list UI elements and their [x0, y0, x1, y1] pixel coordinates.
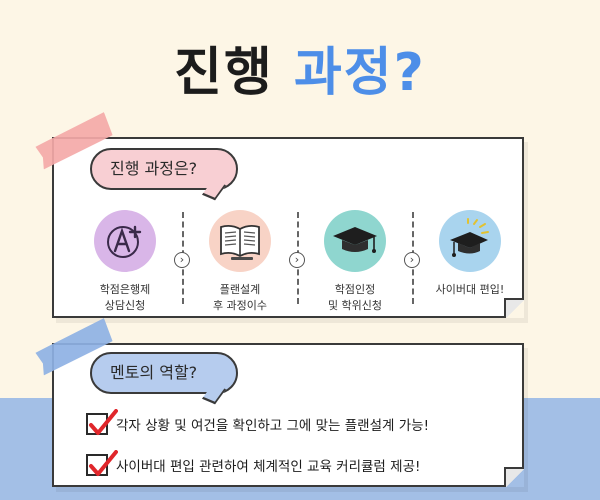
chevron-right-icon: ›	[404, 252, 420, 268]
process-step-transfer: 사이버대 편입!	[415, 210, 525, 298]
grade-a-plus-icon	[94, 210, 156, 272]
page-fold-corner	[504, 467, 524, 487]
title-part-blue: 과정?	[293, 43, 426, 103]
step-label: 학점은행제 상담신청	[99, 283, 151, 312]
process-bubble-label: 진행 과정은?	[110, 159, 198, 178]
page-fold-corner	[504, 298, 524, 318]
graduation-celebration-icon	[439, 210, 501, 272]
title-part-dark: 진행	[174, 43, 274, 103]
checkmark-icon	[86, 450, 118, 476]
chevron-right-icon: ›	[174, 252, 190, 268]
book-icon	[209, 210, 271, 272]
mentor-item: 사이버대 편입 관련하여 체계적인 교육 커리큘럼 제공!	[86, 450, 421, 479]
process-step-consult: 학점은행제 상담신청	[70, 210, 180, 314]
mentor-item-text: 각자 상황 및 여건을 확인하고 그에 맞는 플랜설계 가능!	[116, 418, 429, 434]
page-title: 진행 과정?	[0, 30, 600, 105]
mentor-bubble-label: 멘토의 역할?	[110, 363, 198, 382]
step-label: 학점인정 및 학위신청	[327, 283, 383, 312]
chevron-right-icon: ›	[289, 252, 305, 268]
step-label: 사이버대 편입!	[435, 283, 505, 296]
mentor-item: 각자 상황 및 여건을 확인하고 그에 맞는 플랜설계 가능!	[86, 409, 429, 438]
process-step-plan: 플랜설계 후 과정이수	[185, 210, 295, 314]
mentor-speech-bubble: 멘토의 역할?	[90, 352, 238, 394]
checkmark-icon	[86, 409, 118, 435]
step-label: 플랜설계 후 과정이수	[212, 283, 268, 312]
graduation-cap-icon	[324, 210, 386, 272]
process-step-degree: 학점인정 및 학위신청	[300, 210, 410, 314]
process-speech-bubble: 진행 과정은?	[90, 148, 238, 190]
mentor-item-text: 사이버대 편입 관련하여 체계적인 교육 커리큘럼 제공!	[116, 459, 421, 475]
